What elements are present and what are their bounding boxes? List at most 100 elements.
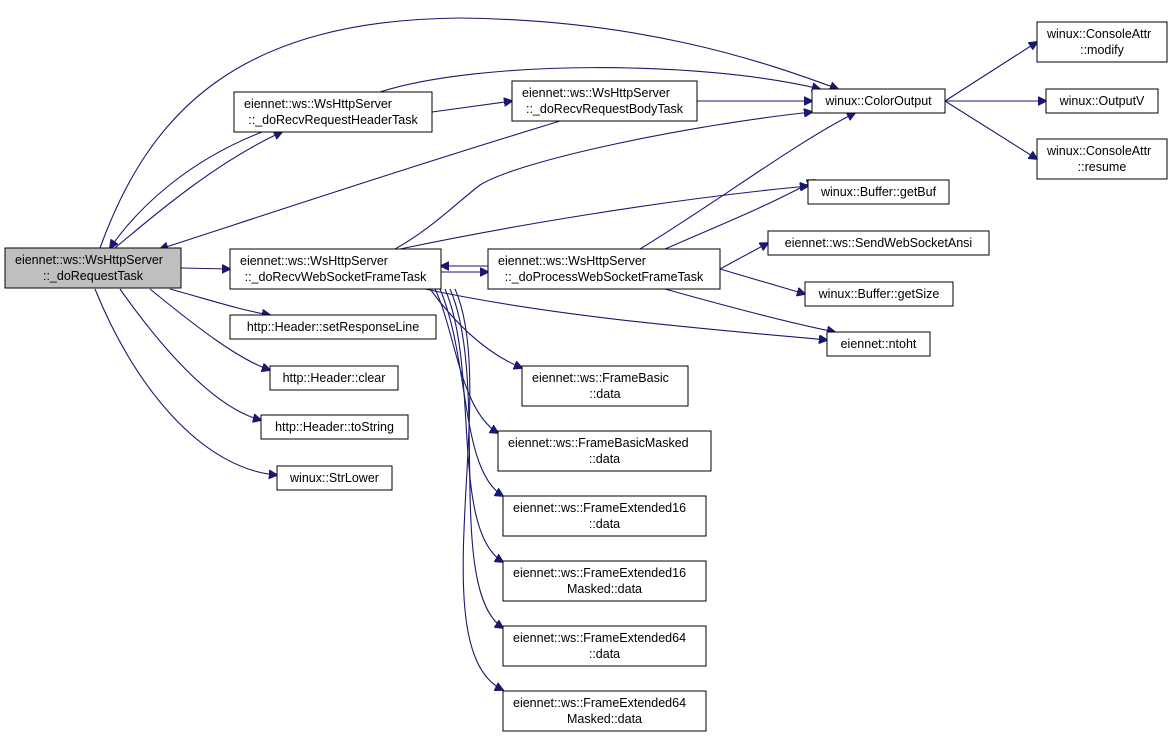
node-label-line: http::Header::clear [283,371,386,385]
node-FrameBasicData[interactable]: eiennet::ws::FrameBasic::data [521,365,689,407]
node-ConsoleAttrModify[interactable]: winux::ConsoleAttr::modify [1036,21,1168,63]
node-label-line: eiennet::ws::FrameBasicMasked [508,436,689,450]
edge-doRequestTask-to-StrLower [94,288,277,475]
node-doRecvRequestHeaderTask[interactable]: eiennet::ws::WsHttpServer::_doRecvReques… [233,91,433,133]
nodes-layer: eiennet::ws::WsHttpServer::_doRequestTas… [4,21,1168,732]
node-label-line: winux::ConsoleAttr [1046,144,1151,158]
node-label-line: eiennet::ws::SendWebSocketAnsi [785,236,972,250]
node-box [502,690,707,732]
node-box [1036,138,1168,180]
edge-doRecvWebSocketFrameTask-to-FrameBasicMaskedData [434,288,498,433]
node-box [487,248,721,290]
edge-doRecvWebSocketFrameTask-to-FrameExtended16MaskedData [444,288,503,562]
node-doProcessWebSocketFrameTask[interactable]: eiennet::ws::WsHttpServer::_doProcessWeb… [487,248,721,290]
edge-doProcessWebSocketFrameTask-to-ntoht [664,288,835,332]
node-ConsoleAttrResume[interactable]: winux::ConsoleAttr::resume [1036,138,1168,180]
node-StrLower[interactable]: winux::StrLower [276,465,393,491]
node-box [269,365,399,391]
node-label-line: ::data [589,647,620,661]
node-label-line: ::resume [1078,160,1127,174]
node-box [521,365,689,407]
edge-ColorOutput-to-ConsoleAttrModify [944,42,1037,102]
node-label-line: eiennet::ws::WsHttpServer [522,86,670,100]
node-label-line: ::_doRecvRequestHeaderTask [248,113,418,127]
node-box [4,247,182,289]
node-box [826,331,931,357]
node-setResponseLine[interactable]: http::Header::setResponseLine [229,314,437,340]
node-SendWebSocketAnsi[interactable]: eiennet::ws::SendWebSocketAnsi [767,230,990,256]
edge-doRequestTask-to-doRecvRequestHeaderTask [114,132,282,249]
node-label-line: Masked::data [567,582,642,596]
node-label-line: eiennet::ws::FrameExtended64 [513,631,686,645]
node-label-line: eiennet::ws::WsHttpServer [244,97,392,111]
edge-doRecvRequestHeaderTask-to-ColorOutput [379,67,820,93]
node-label-line: eiennet::ws::WsHttpServer [498,254,646,268]
node-label-line: ::data [589,387,620,401]
node-getSize[interactable]: winux::Buffer::getSize [804,281,954,307]
edge-doRecvWebSocketFrameTask-to-FrameBasicData [429,288,522,368]
node-doRequestTask[interactable]: eiennet::ws::WsHttpServer::_doRequestTas… [4,247,182,289]
edge-doRequestTask-to-toString [119,288,261,420]
node-label-line: eiennet::ws::FrameExtended16 [513,501,686,515]
node-box [767,230,990,256]
edge-doProcessWebSocketFrameTask-to-getBuf [664,180,815,250]
edge-doRequestTask-to-clear [149,288,270,370]
node-label-line: eiennet::ws::FrameBasic [532,371,669,385]
node-OutputV[interactable]: winux::OutputV [1045,88,1159,114]
node-toString[interactable]: http::Header::toString [260,414,409,440]
edge-doProcessWebSocketFrameTask-to-getSize [719,268,805,294]
node-label-line: http::Header::toString [275,420,394,434]
edge-doRecvWebSocketFrameTask-to-FrameExtended64MaskedData [454,288,503,690]
node-box [502,625,707,667]
edge-doRecvRequestHeaderTask-to-doRecvRequestBodyTask [431,101,512,113]
node-label-line: winux::OutputV [1059,94,1145,108]
node-label-line: eiennet::ws::FrameExtended16 [513,566,686,580]
node-label-line: eiennet::ws::FrameExtended64 [513,696,686,710]
node-label-line: ::_doRecvRequestBodyTask [526,102,684,116]
node-getBuf[interactable]: winux::Buffer::getBuf [807,179,950,205]
edge-ColorOutput-to-ConsoleAttrResume [944,100,1037,159]
node-box [511,80,698,122]
node-label-line: ::modify [1080,43,1125,57]
edge-doRecvRequestHeaderTask-to-doRequestTask [110,131,263,248]
node-label-line: ::data [589,452,620,466]
node-box [260,414,409,440]
edge-doRecvWebSocketFrameTask-to-ntoht [424,288,827,340]
node-doRecvRequestBodyTask[interactable]: eiennet::ws::WsHttpServer::_doRecvReques… [511,80,698,122]
node-label-line: winux::ColorOutput [824,94,932,108]
node-label-line: ::_doProcessWebSocketFrameTask [505,270,704,284]
node-doRecvWebSocketFrameTask[interactable]: eiennet::ws::WsHttpServer::_doRecvWebSoc… [229,248,442,290]
node-FrameExtended64Data[interactable]: eiennet::ws::FrameExtended64::data [502,625,707,667]
edge-doRecvRequestBodyTask-to-doRequestTask [160,120,561,249]
node-ColorOutput[interactable]: winux::ColorOutput [811,88,946,114]
edge-doRecvWebSocketFrameTask-to-FrameExtended64Data [449,288,503,628]
node-label-line: ::data [589,517,620,531]
node-label-line: http::Header::setResponseLine [247,320,419,334]
node-clear[interactable]: http::Header::clear [269,365,399,391]
node-label-line: eiennet::ws::WsHttpServer [15,253,163,267]
edge-doProcessWebSocketFrameTask-to-ColorOutput [639,113,855,250]
edge-doRequestTask-to-setResponseLine [169,288,270,315]
edge-doRecvWebSocketFrameTask-to-FrameExtended16Data [439,288,503,496]
node-box [497,430,712,472]
node-label-line: winux::StrLower [289,471,379,485]
node-box [229,248,442,290]
node-label-line: winux::ConsoleAttr [1046,27,1151,41]
node-label-line: ::_doRecvWebSocketFrameTask [245,270,428,284]
node-box [502,495,707,537]
node-FrameBasicMaskedData[interactable]: eiennet::ws::FrameBasicMasked::data [497,430,712,472]
edge-doRecvWebSocketFrameTask-to-ColorOutput [394,112,812,250]
node-box [233,91,433,133]
node-ntoht[interactable]: eiennet::ntoht [826,331,931,357]
node-FrameExtended16Data[interactable]: eiennet::ws::FrameExtended16::data [502,495,707,537]
node-label-line: winux::Buffer::getSize [818,287,940,301]
edge-doRecvWebSocketFrameTask-to-getBuf [399,186,808,250]
node-box [807,179,950,205]
node-box [229,314,437,340]
edge-doRequestTask-to-doRecvWebSocketFrameTask [180,268,230,269]
node-label-line: eiennet::ws::WsHttpServer [240,254,388,268]
edge-doRequestTask-to-ColorOutput [99,17,838,249]
